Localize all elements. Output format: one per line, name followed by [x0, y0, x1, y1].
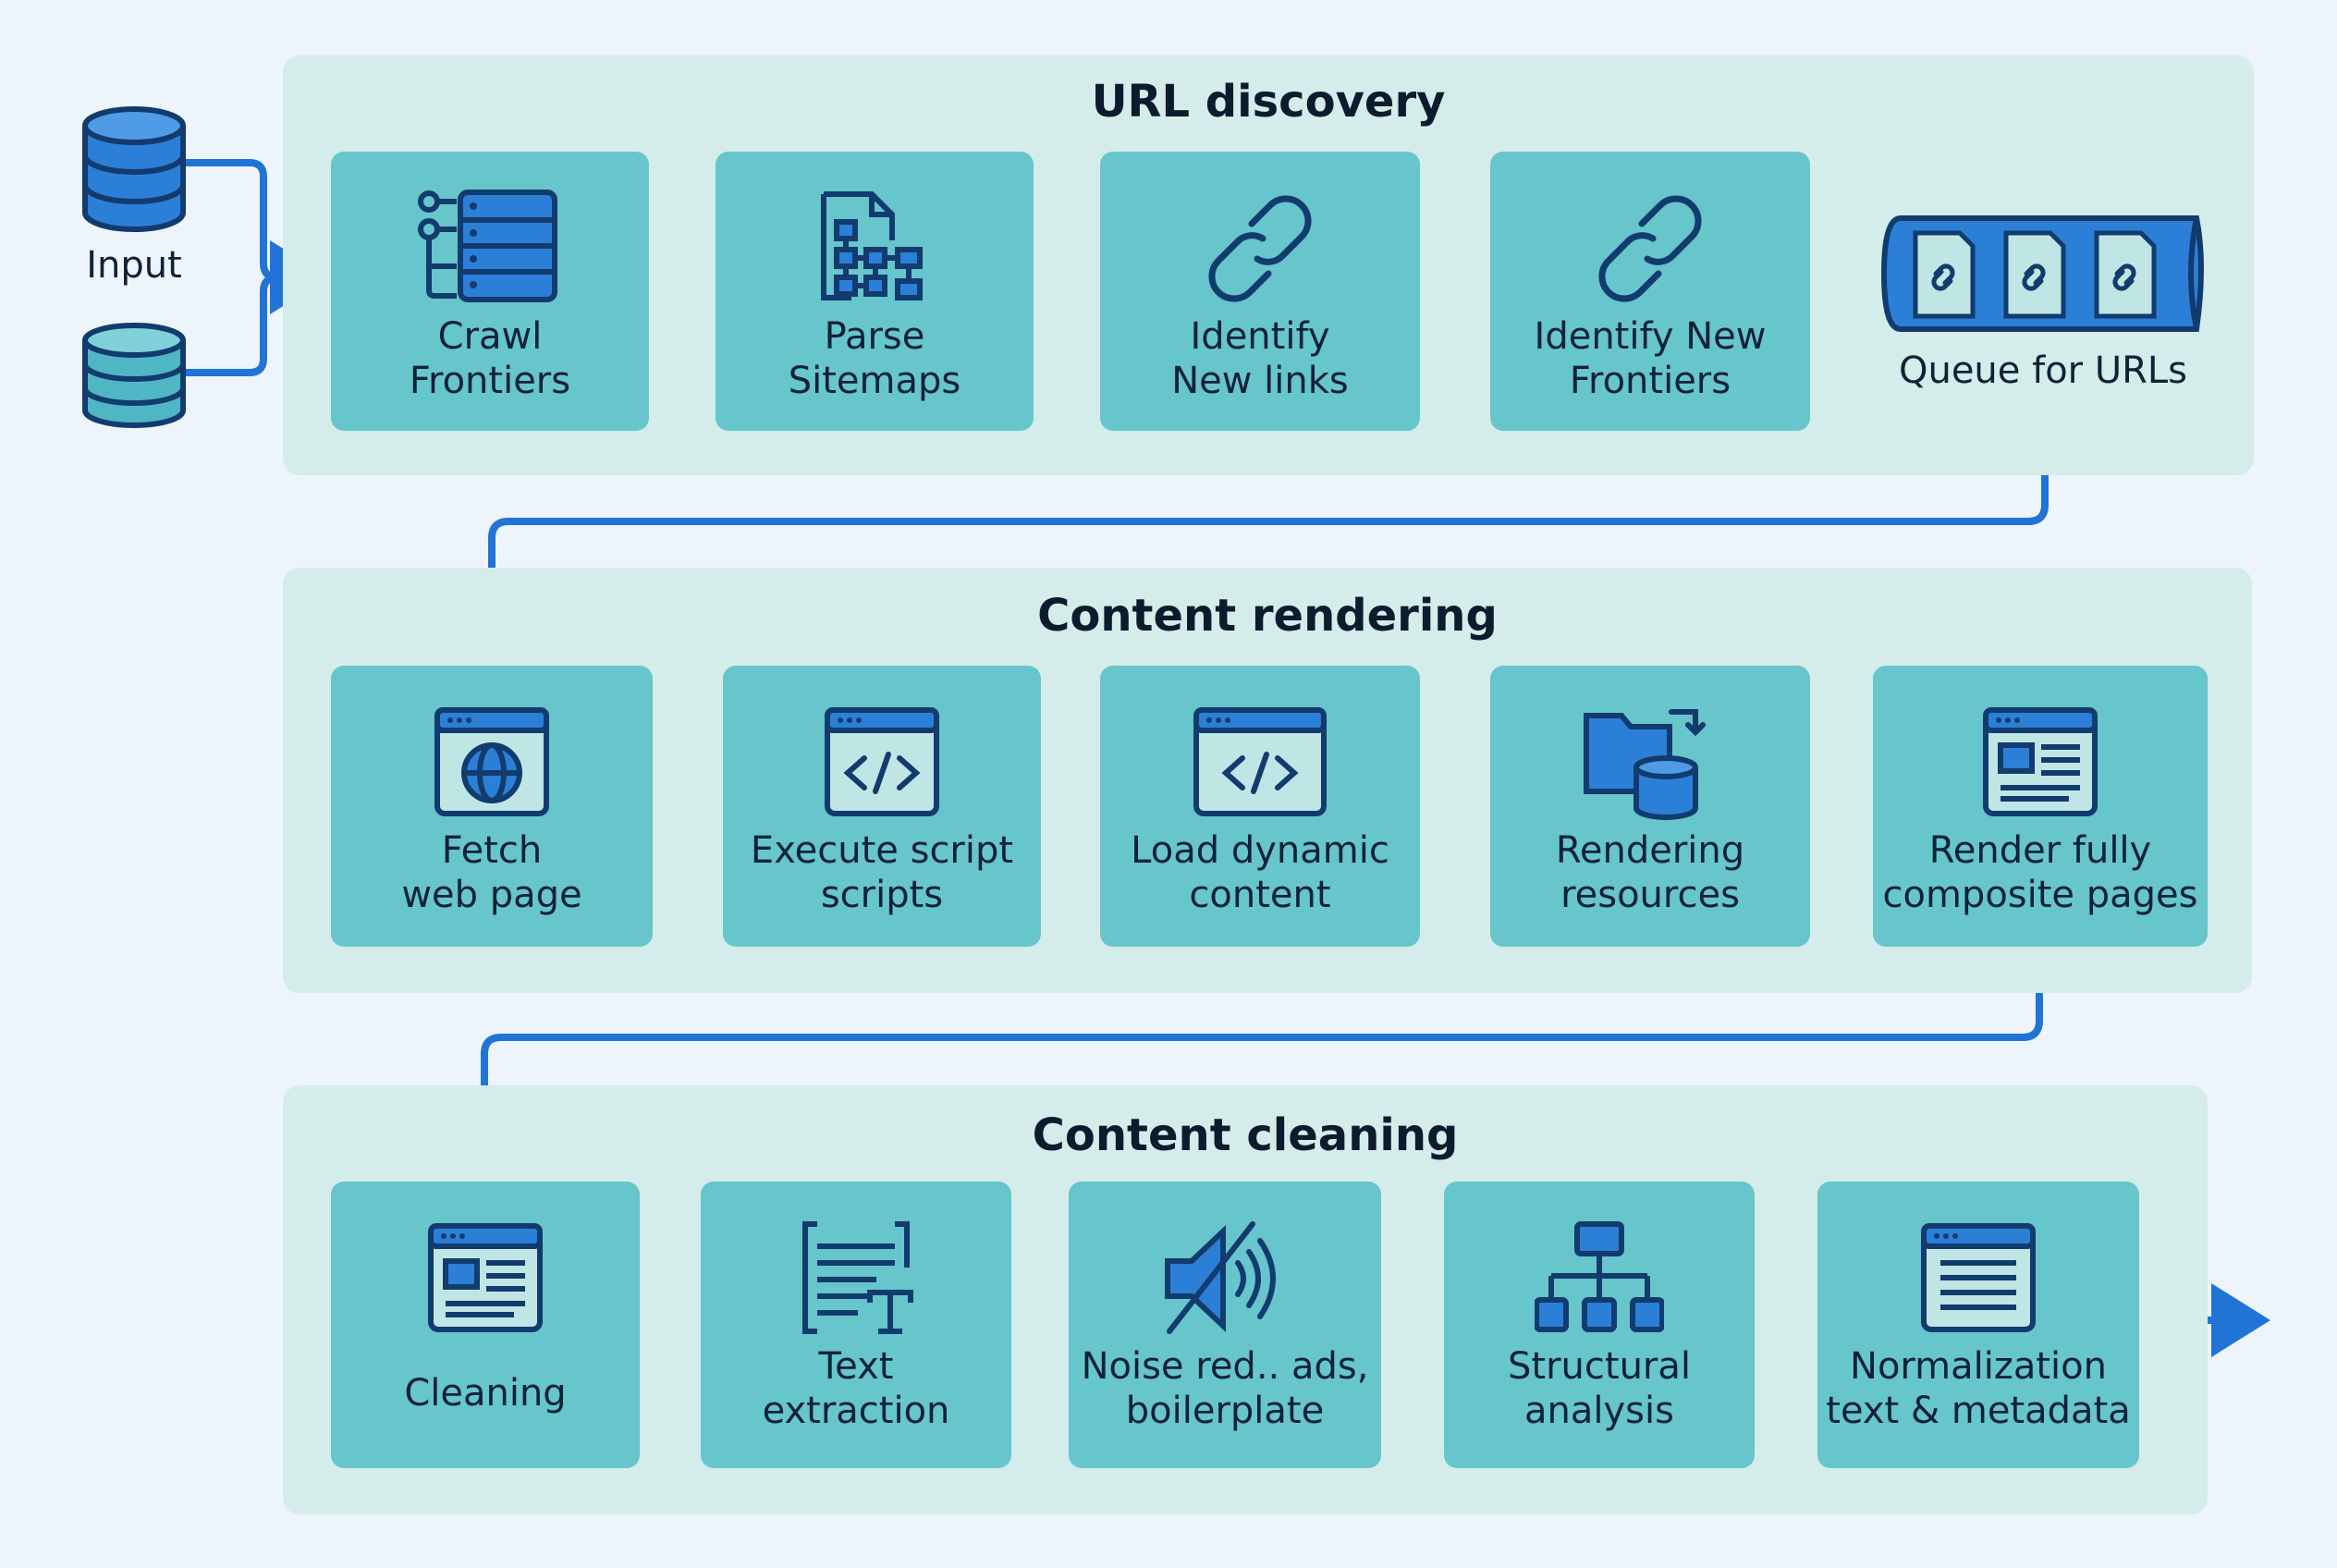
step-label: Identify New links	[1171, 315, 1349, 402]
step-normalization: Normalization text & metadata	[1817, 1182, 2139, 1468]
browser-document-icon	[1921, 1223, 2036, 1332]
step-identify-new-frontiers: Identify New Frontiers	[1490, 152, 1810, 431]
step-cleaning: Cleaning	[331, 1182, 640, 1468]
step-load-dynamic-content: Load dynamic content	[1100, 666, 1420, 947]
step-label: Rendering resources	[1555, 829, 1745, 916]
step-text-extraction: Text extraction	[701, 1182, 1011, 1468]
step-fetch-web-page: Fetch web page	[331, 666, 653, 947]
step-structural-analysis: Structural analysis	[1444, 1182, 1755, 1468]
step-label: Cleaning	[404, 1372, 567, 1415]
link-icon	[1208, 195, 1312, 302]
step-rendering-resources: Rendering resources	[1490, 666, 1810, 947]
queue-label: Queue for URLs	[1898, 349, 2188, 392]
text-extraction-icon	[802, 1221, 913, 1334]
step-label: Crawl Frontiers	[409, 315, 571, 402]
url-queue-icon	[1880, 215, 2204, 332]
section-title: Content rendering	[1037, 590, 1498, 642]
browser-code-icon	[1193, 707, 1327, 816]
step-parse-sitemaps: Parse Sitemaps	[716, 152, 1034, 431]
database-icon	[82, 323, 186, 428]
browser-code-icon	[825, 707, 939, 816]
browser-layout-icon	[1983, 707, 2098, 816]
step-label: Load dynamic content	[1131, 829, 1389, 916]
step-identify-new-links: Identify New links	[1100, 152, 1420, 431]
hierarchy-icon	[1535, 1221, 1664, 1332]
link-icon	[1598, 195, 1702, 302]
connector-rendering-to-cleaning	[447, 949, 2043, 1180]
browser-layout-icon	[428, 1223, 543, 1332]
step-label: Text extraction	[762, 1345, 950, 1432]
step-label: Parse Sitemaps	[788, 315, 961, 402]
input-connector-bottom	[185, 274, 278, 376]
step-label: Structural analysis	[1508, 1345, 1691, 1432]
step-label: Render fully composite pages	[1882, 829, 2198, 916]
step-label: Fetch web page	[401, 829, 582, 916]
section-title: Content cleaning	[1032, 1109, 1459, 1161]
step-crawl-frontiers: Crawl Frontiers	[331, 152, 649, 431]
server-tree-icon	[418, 190, 557, 302]
queue-for-urls: Queue for URLs	[1877, 209, 2209, 412]
mute-speaker-icon	[1165, 1221, 1276, 1334]
database-icon	[82, 106, 186, 232]
sitemap-icon	[821, 191, 923, 300]
connector-discovery-to-rendering	[455, 427, 2049, 662]
browser-globe-icon	[434, 707, 549, 816]
step-render-composite-pages: Render fully composite pages	[1873, 666, 2208, 947]
input-label: Input	[86, 244, 182, 287]
step-noise-reduction: Noise red.. ads, boilerplate	[1069, 1182, 1381, 1468]
step-label: Noise red.. ads, boilerplate	[1081, 1345, 1369, 1432]
step-label: Identify New Frontiers	[1534, 315, 1767, 402]
folder-database-icon	[1584, 709, 1706, 820]
step-execute-scripts: Execute script scripts	[723, 666, 1041, 947]
step-label: Execute script scripts	[750, 829, 1014, 916]
section-title: URL discovery	[1091, 76, 1446, 128]
step-label: Normalization text & metadata	[1826, 1345, 2131, 1432]
input-group: Input	[74, 100, 194, 433]
